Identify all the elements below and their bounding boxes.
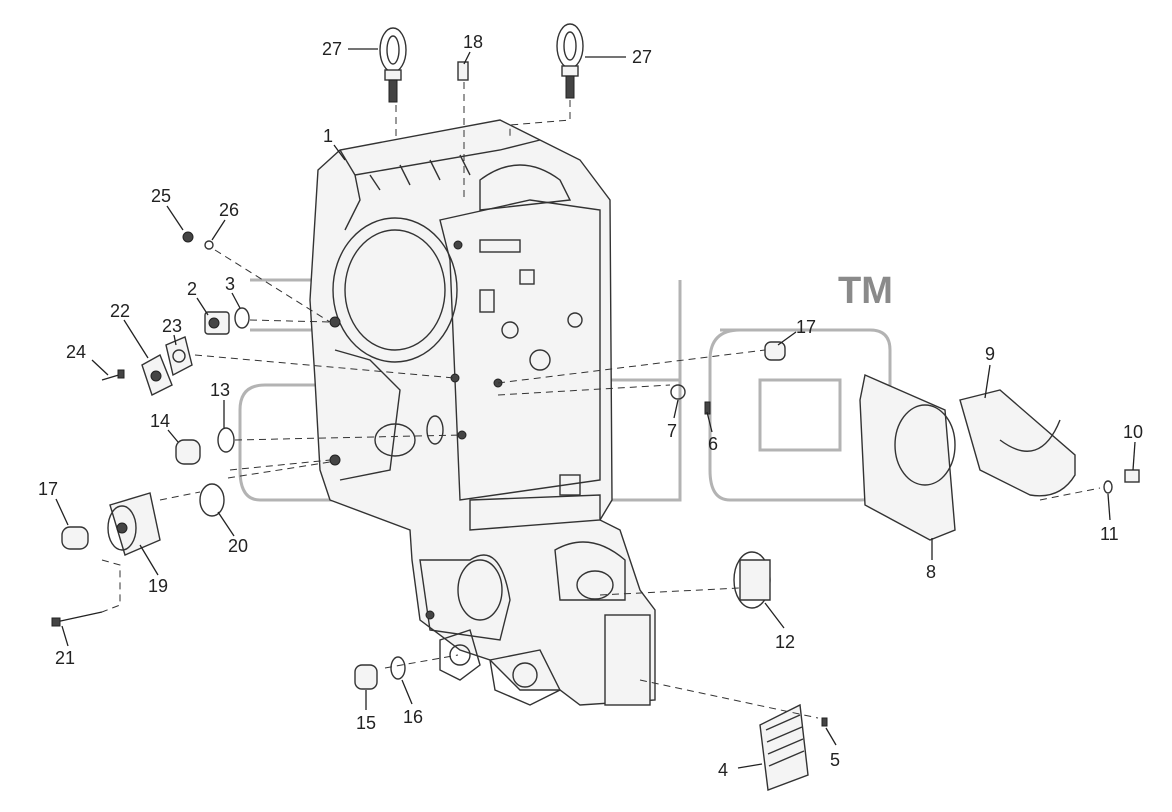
o-ring-3 (234, 307, 250, 329)
plug-17-right (764, 341, 786, 361)
o-ring-13 (217, 427, 235, 453)
cover-9 (959, 389, 1076, 497)
callout-10: 10 (1123, 422, 1143, 442)
callout-7: 7 (667, 421, 677, 441)
washer-11 (1103, 480, 1113, 494)
rivet-5 (821, 717, 828, 727)
o-ring-20 (199, 483, 225, 517)
callout-17-left: 17 (38, 479, 58, 499)
callout-27-right: 27 (632, 47, 652, 67)
callout-21: 21 (55, 648, 75, 668)
callout-17-right: 17 (796, 317, 816, 337)
callout-6: 6 (708, 434, 718, 454)
plug-15 (354, 664, 378, 690)
callout-16: 16 (403, 707, 423, 727)
plug-2 (204, 311, 230, 335)
plug-25 (182, 231, 194, 243)
callout-26: 26 (219, 200, 239, 220)
callout-4: 4 (718, 760, 728, 780)
bolt-24 (101, 369, 125, 381)
callout-15: 15 (356, 713, 376, 733)
callout-25: 25 (151, 186, 171, 206)
eye-bolt-right (556, 23, 584, 99)
callout-13: 13 (210, 380, 230, 400)
transmission-housing (309, 119, 656, 706)
eye-bolt-left (379, 27, 407, 103)
leader-lines (55, 48, 1136, 769)
o-ring-16 (390, 656, 406, 680)
callout-3: 3 (225, 274, 235, 294)
callout-23: 23 (162, 316, 182, 336)
bolt-21 (51, 611, 103, 627)
cover-19 (107, 492, 161, 556)
callout-1: 1 (323, 126, 333, 146)
callout-12: 12 (775, 632, 795, 652)
callout-8: 8 (926, 562, 936, 582)
bolt-10 (1124, 469, 1140, 483)
callout-2: 2 (187, 279, 197, 299)
gasket-23 (165, 336, 193, 377)
breather-18 (457, 61, 469, 81)
cover-22 (141, 354, 173, 396)
callout-20: 20 (228, 536, 248, 556)
plug-17-left (61, 526, 89, 550)
callout-24: 24 (66, 342, 86, 362)
washer-7 (670, 384, 686, 400)
callout-5: 5 (830, 750, 840, 770)
gasket-8 (859, 374, 956, 541)
callout-11: 11 (1100, 524, 1119, 544)
callout-22: 22 (110, 301, 130, 321)
callout-18: 18 (463, 32, 483, 52)
callout-9: 9 (985, 344, 995, 364)
assembly-lines (101, 82, 1101, 719)
plug-14 (175, 439, 201, 465)
callout-14: 14 (150, 411, 170, 431)
cap-12 (733, 551, 771, 609)
callout-labels: 27 18 27 1 25 26 3 2 22 23 24 13 14 17 1… (38, 32, 1143, 780)
nameplate-4 (759, 703, 809, 791)
watermark-trademark: TM (838, 270, 893, 312)
callout-27-left: 27 (322, 39, 342, 59)
callout-19: 19 (148, 576, 168, 596)
washer-26 (204, 240, 214, 250)
